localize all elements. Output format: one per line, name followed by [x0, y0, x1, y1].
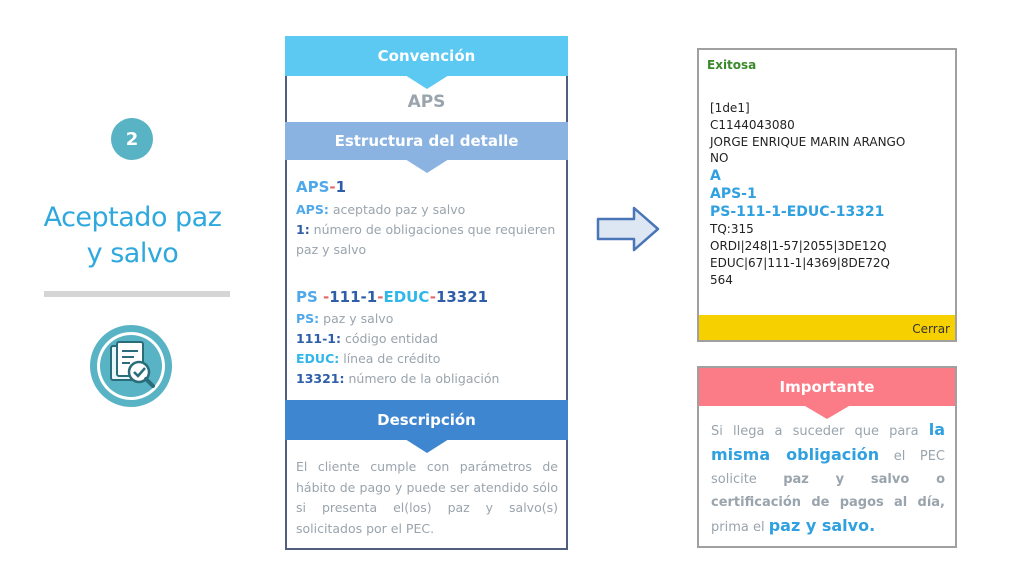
description-header-label: Descripción	[377, 411, 476, 429]
page-title-line1: Aceptado paz	[43, 202, 222, 233]
code-ps-part2: 111-1	[329, 288, 378, 306]
convention-value: APS	[407, 92, 446, 112]
important-highlight: paz y salvo.	[768, 516, 876, 535]
screen-line: 564	[710, 272, 733, 287]
structure-header-label: Estructura del detalle	[334, 132, 519, 150]
screen-line: EDUC|67|111-1|4369|8DE72Q	[710, 255, 891, 270]
definition-key: PS:	[296, 311, 320, 326]
code-aps: APS-1	[296, 178, 346, 196]
screen-line: ORDI|248|1-57|2055|3DE12Q	[710, 238, 887, 253]
important-text: Si llega a suceder que para la misma obl…	[711, 418, 945, 539]
code-ps-sep3: -	[429, 288, 436, 306]
screen-line: C1144043080	[710, 117, 795, 132]
code-aps-part2: 1	[335, 178, 347, 196]
important-header: Importante	[699, 368, 955, 419]
definition-text: aceptado paz y salvo	[328, 202, 466, 217]
important-text-part: Si llega a suceder que para	[711, 424, 929, 439]
definition-text: número de obligaciones que requieren paz…	[296, 222, 556, 257]
step-number-badge: 2	[111, 118, 153, 160]
screen-line: NO	[710, 151, 729, 166]
screen-line-highlight: A	[710, 168, 721, 185]
screen-line-highlight: PS-111-1-EDUC-13321	[710, 204, 885, 221]
code-aps-part1: APS	[296, 178, 330, 196]
description-header: Descripción	[285, 400, 568, 453]
important-text-part: prima el	[711, 520, 769, 535]
important-header-pointer	[805, 406, 849, 419]
structure-header-pointer	[404, 159, 449, 173]
screen-response-lines: [1de1] C1144043080 JORGE ENRIQUE MARIN A…	[710, 100, 905, 288]
definition-key: 13321:	[296, 371, 345, 386]
document-check-search-icon	[90, 325, 172, 407]
definition-item: 13321: número de la obligación	[296, 369, 561, 389]
code-ps-definitions: PS: paz y salvo 111-1: código entidad ED…	[296, 309, 561, 389]
title-divider	[44, 291, 230, 297]
important-bold: paz y salvo o certificación de pagos al …	[711, 472, 945, 510]
definition-item: 1: número de obligaciones que requieren …	[296, 220, 561, 260]
code-ps-sep2: -	[377, 288, 384, 306]
screen-line: [1de1]	[710, 101, 750, 115]
definition-key: APS:	[296, 202, 329, 217]
detail-panel	[285, 36, 568, 550]
status-title: Exitosa	[707, 58, 757, 72]
definition-text: paz y salvo	[319, 311, 394, 326]
code-aps-separator: -	[329, 178, 336, 196]
page-title: Aceptado paz y salvo	[20, 200, 245, 272]
definition-text: línea de crédito	[339, 351, 441, 366]
code-aps-definitions: APS: aceptado paz y salvo 1: número de o…	[296, 200, 561, 260]
page-title-line2: y salvo	[86, 238, 179, 269]
important-header-label: Importante	[779, 378, 875, 396]
code-ps: PS -111-1-EDUC-13321	[296, 288, 488, 306]
structure-header: Estructura del detalle	[285, 122, 568, 173]
definition-item: PS: paz y salvo	[296, 309, 561, 329]
close-button[interactable]: Cerrar	[912, 322, 950, 336]
definition-item: 111-1: código entidad	[296, 329, 561, 349]
definition-key: 111-1:	[296, 331, 341, 346]
important-text-part: el PEC solicite	[711, 449, 945, 487]
screen-line-highlight: APS-1	[710, 186, 757, 203]
definition-key: EDUC:	[296, 351, 340, 366]
device-screen	[697, 48, 957, 342]
definition-key: 1:	[296, 222, 310, 237]
screen-line: TQ:315	[710, 222, 754, 237]
convention-header: Convención	[285, 36, 568, 89]
code-ps-part3: EDUC	[383, 288, 430, 306]
screen-line: JORGE ENRIQUE MARIN ARANGO	[710, 134, 906, 149]
definition-text: código entidad	[340, 331, 438, 346]
definition-text: número de la obligación	[344, 371, 500, 386]
code-ps-part4: 13321	[435, 288, 489, 306]
definition-item: EDUC: línea de crédito	[296, 349, 561, 369]
code-ps-part1: PS	[296, 288, 318, 306]
description-text: El cliente cumple con parámetros de hábi…	[296, 459, 558, 536]
screen-footer-bar	[699, 315, 955, 340]
code-ps-sep1: -	[317, 288, 330, 306]
convention-header-pointer	[404, 75, 449, 89]
convention-header-label: Convención	[377, 47, 476, 65]
definition-item: APS: aceptado paz y salvo	[296, 200, 561, 220]
description-header-pointer	[404, 439, 449, 453]
important-highlight: la misma obligación	[711, 420, 945, 464]
right-arrow-icon	[596, 206, 660, 252]
